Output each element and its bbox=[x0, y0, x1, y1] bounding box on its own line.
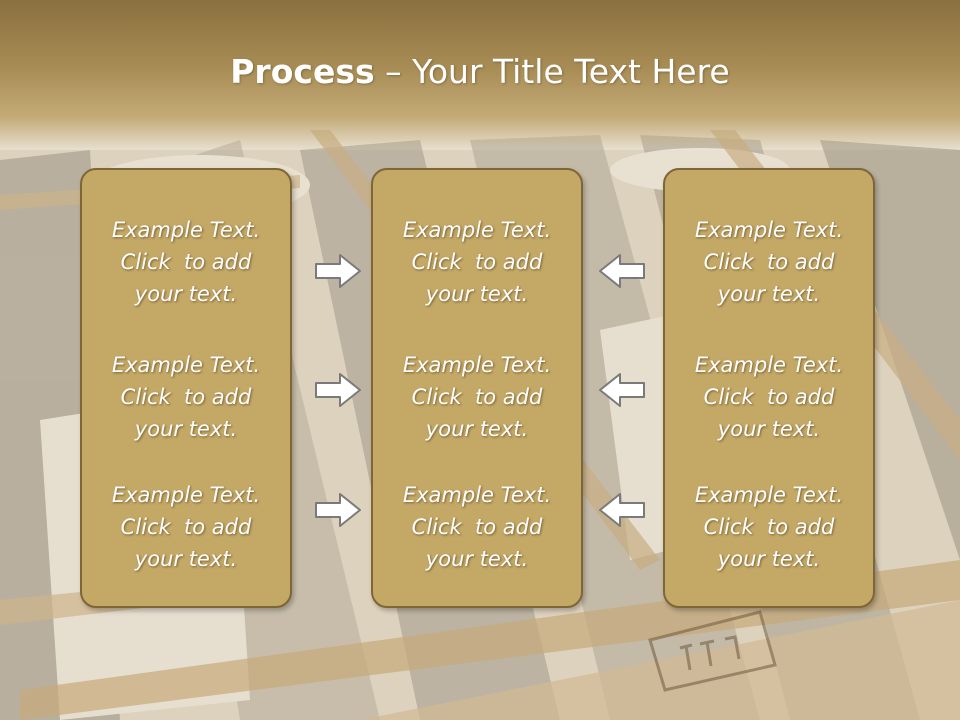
text-line: your text. bbox=[425, 547, 529, 571]
text-block[interactable]: Example Text. Click to add your text. bbox=[665, 479, 873, 575]
text-block[interactable]: Example Text. Click to add your text. bbox=[373, 349, 581, 445]
arrow-left-icon[interactable] bbox=[598, 371, 646, 409]
text-line: Example Text. bbox=[402, 353, 552, 377]
text-line: Example Text. bbox=[694, 353, 844, 377]
text-line: your text. bbox=[717, 417, 821, 441]
text-block[interactable]: Example Text. Click to add your text. bbox=[665, 349, 873, 445]
text-line: Click to add bbox=[411, 385, 543, 409]
text-line: Example Text. bbox=[694, 483, 844, 507]
text-line: Example Text. bbox=[402, 483, 552, 507]
text-line: your text. bbox=[425, 282, 529, 306]
text-line: Example Text. bbox=[111, 483, 261, 507]
text-line: Click to add bbox=[120, 515, 252, 539]
text-block[interactable]: Example Text. Click to add your text. bbox=[82, 214, 290, 310]
text-line: your text. bbox=[134, 547, 238, 571]
arrow-left-icon[interactable] bbox=[598, 252, 646, 290]
text-line: your text. bbox=[134, 417, 238, 441]
text-block[interactable]: Example Text. Click to add your text. bbox=[373, 479, 581, 575]
arrow-left-icon[interactable] bbox=[598, 491, 646, 529]
text-line: Click to add bbox=[703, 385, 835, 409]
text-block[interactable]: Example Text. Click to add your text. bbox=[665, 214, 873, 310]
text-line: Click to add bbox=[411, 515, 543, 539]
process-box-right[interactable]: Example Text. Click to add your text. Ex… bbox=[663, 168, 875, 608]
process-box-center[interactable]: Example Text. Click to add your text. Ex… bbox=[371, 168, 583, 608]
text-line: your text. bbox=[717, 547, 821, 571]
text-line: Example Text. bbox=[111, 353, 261, 377]
arrow-right-icon[interactable] bbox=[314, 491, 362, 529]
title-bold: Process bbox=[230, 52, 375, 91]
text-line: your text. bbox=[717, 282, 821, 306]
process-box-left[interactable]: Example Text. Click to add your text. Ex… bbox=[80, 168, 292, 608]
title-rest: – Your Title Text Here bbox=[374, 52, 730, 91]
text-line: Click to add bbox=[411, 250, 543, 274]
text-line: Example Text. bbox=[111, 218, 261, 242]
slide-title[interactable]: Process – Your Title Text Here bbox=[0, 52, 960, 91]
text-line: Click to add bbox=[703, 515, 835, 539]
text-line: your text. bbox=[425, 417, 529, 441]
text-line: Click to add bbox=[120, 250, 252, 274]
text-line: Click to add bbox=[703, 250, 835, 274]
text-block[interactable]: Example Text. Click to add your text. bbox=[82, 479, 290, 575]
text-line: Example Text. bbox=[694, 218, 844, 242]
text-line: your text. bbox=[134, 282, 238, 306]
arrow-right-icon[interactable] bbox=[314, 371, 362, 409]
text-block[interactable]: Example Text. Click to add your text. bbox=[373, 214, 581, 310]
text-line: Example Text. bbox=[402, 218, 552, 242]
text-line: Click to add bbox=[120, 385, 252, 409]
arrow-right-icon[interactable] bbox=[314, 252, 362, 290]
title-bar bbox=[0, 0, 960, 150]
text-block[interactable]: Example Text. Click to add your text. bbox=[82, 349, 290, 445]
